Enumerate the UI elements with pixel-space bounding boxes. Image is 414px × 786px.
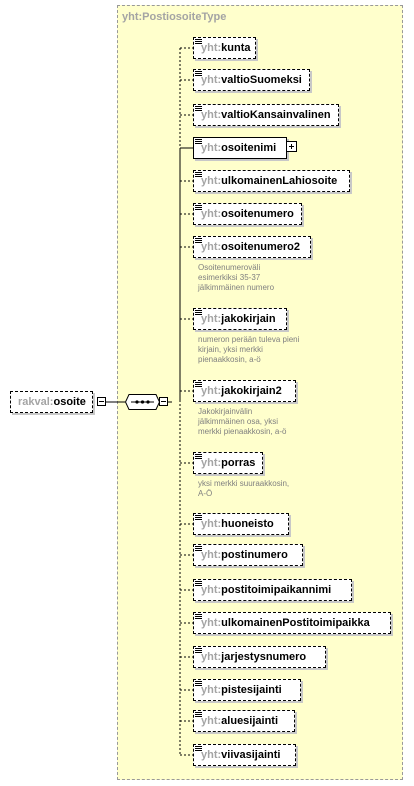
element-lines-icon bbox=[195, 614, 202, 620]
element-lines-icon bbox=[195, 382, 202, 388]
element-prefix: yht: bbox=[201, 142, 222, 154]
element-name: valtioKansainvalinen bbox=[221, 109, 331, 121]
element-ulkomainenpostitoimipaikka[interactable]: yht:ulkomainenPostitoimipaikka bbox=[193, 612, 391, 634]
element-lines-icon bbox=[195, 681, 202, 687]
element-lines-icon bbox=[195, 712, 202, 718]
element-prefix: yht: bbox=[201, 684, 222, 696]
element-valtiosuomeksi[interactable]: yht:valtioSuomeksi bbox=[193, 69, 310, 91]
element-prefix: yht: bbox=[201, 549, 222, 561]
parent-collapse-icon[interactable] bbox=[97, 397, 106, 406]
annotation-line: Jakokirjainvälin bbox=[198, 407, 253, 416]
element-viivasijainti[interactable]: yht:viivasijainti bbox=[193, 744, 296, 766]
element-lines-icon bbox=[195, 106, 202, 112]
element-prefix: yht: bbox=[201, 385, 222, 397]
element-prefix: yht: bbox=[201, 749, 222, 761]
element-name: huoneisto bbox=[221, 518, 274, 530]
element-prefix: yht: bbox=[201, 584, 222, 596]
element-name: aluesijainti bbox=[221, 715, 279, 727]
element-name: ulkomainenLahiosoite bbox=[221, 175, 338, 187]
annotation-line: esimerkiksi 35-37 bbox=[198, 273, 261, 282]
annotation-line: kirjain, yksi merkki bbox=[198, 345, 263, 354]
element-postitoimipaikannimi[interactable]: yht:postitoimipaikannimi bbox=[193, 579, 352, 601]
element-name: pistesijainti bbox=[221, 684, 282, 696]
element-prefix: yht: bbox=[201, 74, 222, 86]
type-title: yht:PostiosoiteType bbox=[122, 11, 227, 23]
element-kunta[interactable]: yht:kunta bbox=[193, 37, 256, 59]
element-porras[interactable]: yht:porras bbox=[193, 452, 263, 474]
element-jarjestysnumero[interactable]: yht:jarjestysnumero bbox=[193, 646, 326, 668]
element-postinumero[interactable]: yht:postinumero bbox=[193, 544, 303, 566]
annotation-line: jälkimmäinen numero bbox=[198, 283, 275, 292]
element-lines-icon bbox=[195, 238, 202, 244]
element-name: valtioSuomeksi bbox=[221, 74, 302, 86]
parent-element-osoite[interactable]: rakval:osoite bbox=[10, 391, 93, 413]
element-prefix: yht: bbox=[201, 241, 222, 253]
annotation-line: pienaakkosin, a-ö bbox=[198, 355, 261, 364]
element-lines-icon bbox=[195, 310, 202, 316]
element-ulkomainenlahiosoite[interactable]: yht:ulkomainenLahiosoite bbox=[193, 170, 350, 192]
element-prefix: yht: bbox=[201, 715, 222, 727]
element-prefix: yht: bbox=[201, 617, 222, 629]
element-jakokirjain2[interactable]: yht:jakokirjain2 bbox=[193, 380, 296, 402]
element-name: ulkomainenPostitoimipaikka bbox=[221, 617, 370, 629]
element-prefix: yht: bbox=[201, 651, 222, 663]
element-name: jarjestysnumero bbox=[221, 651, 307, 663]
element-osoitenumero2[interactable]: yht:osoitenumero2 bbox=[193, 236, 311, 258]
element-lines-icon bbox=[195, 205, 202, 211]
element-lines-icon bbox=[195, 39, 202, 45]
annotation-line: yksi merkki suuraakkosin, bbox=[198, 479, 290, 488]
element-prefix: yht: bbox=[201, 457, 222, 469]
annotation-line: Osoitenumeroväli bbox=[198, 263, 261, 272]
element-prefix: yht: bbox=[201, 109, 222, 121]
annotation-line: jälkimmäinen osa, yksi bbox=[198, 417, 279, 426]
element-name: viivasijainti bbox=[221, 749, 281, 761]
element-lines-icon bbox=[195, 648, 202, 654]
element-name: osoitenumero2 bbox=[221, 241, 301, 253]
element-prefix: yht: bbox=[201, 518, 222, 530]
element-lines-icon bbox=[195, 71, 202, 77]
element-valtiokansainvalinen[interactable]: yht:valtioKansainvalinen bbox=[193, 104, 339, 126]
annotation-line: A-Ö bbox=[198, 489, 213, 498]
element-lines-icon bbox=[195, 454, 202, 460]
element-annotation: yksi merkki suuraakkosin,A-Ö bbox=[198, 479, 289, 499]
element-prefix: yht: bbox=[201, 208, 222, 220]
element-prefix: yht: bbox=[201, 313, 222, 325]
element-lines-icon bbox=[195, 746, 202, 752]
element-aluesijainti[interactable]: yht:aluesijainti bbox=[193, 710, 295, 732]
element-lines-icon bbox=[195, 581, 202, 587]
annotation-line: merkki pienaakkosin, a-ö bbox=[198, 427, 287, 436]
expand-plus-icon[interactable] bbox=[286, 141, 297, 152]
element-lines-icon bbox=[195, 172, 202, 178]
annotation-line: numeron perään tuleva pieni bbox=[198, 335, 300, 344]
element-prefix: yht: bbox=[201, 42, 222, 54]
element-osoitenumero[interactable]: yht:osoitenumero bbox=[193, 203, 302, 225]
element-name: porras bbox=[221, 457, 256, 469]
element-name: jakokirjain2 bbox=[221, 385, 282, 397]
sequence-compositor[interactable] bbox=[124, 394, 161, 410]
element-jakokirjain[interactable]: yht:jakokirjain bbox=[193, 308, 287, 330]
element-osoitenimi[interactable]: yht:osoitenimi bbox=[193, 137, 287, 159]
element-huoneisto[interactable]: yht:huoneisto bbox=[193, 513, 289, 535]
element-name: osoitenumero bbox=[221, 208, 294, 220]
element-pistesijainti[interactable]: yht:pistesijainti bbox=[193, 679, 301, 701]
element-lines-icon bbox=[195, 515, 202, 521]
element-name: kunta bbox=[221, 42, 251, 54]
sequence-collapse-icon[interactable] bbox=[159, 397, 168, 406]
branch-lines bbox=[180, 47, 193, 756]
element-name: postinumero bbox=[221, 549, 288, 561]
element-name: osoitenimi bbox=[221, 142, 277, 154]
element-lines-icon bbox=[195, 546, 202, 552]
element-name: jakokirjain bbox=[221, 313, 276, 325]
element-name: postitoimipaikannimi bbox=[221, 584, 332, 596]
element-lines-icon bbox=[195, 139, 202, 145]
element-prefix: yht: bbox=[201, 175, 222, 187]
